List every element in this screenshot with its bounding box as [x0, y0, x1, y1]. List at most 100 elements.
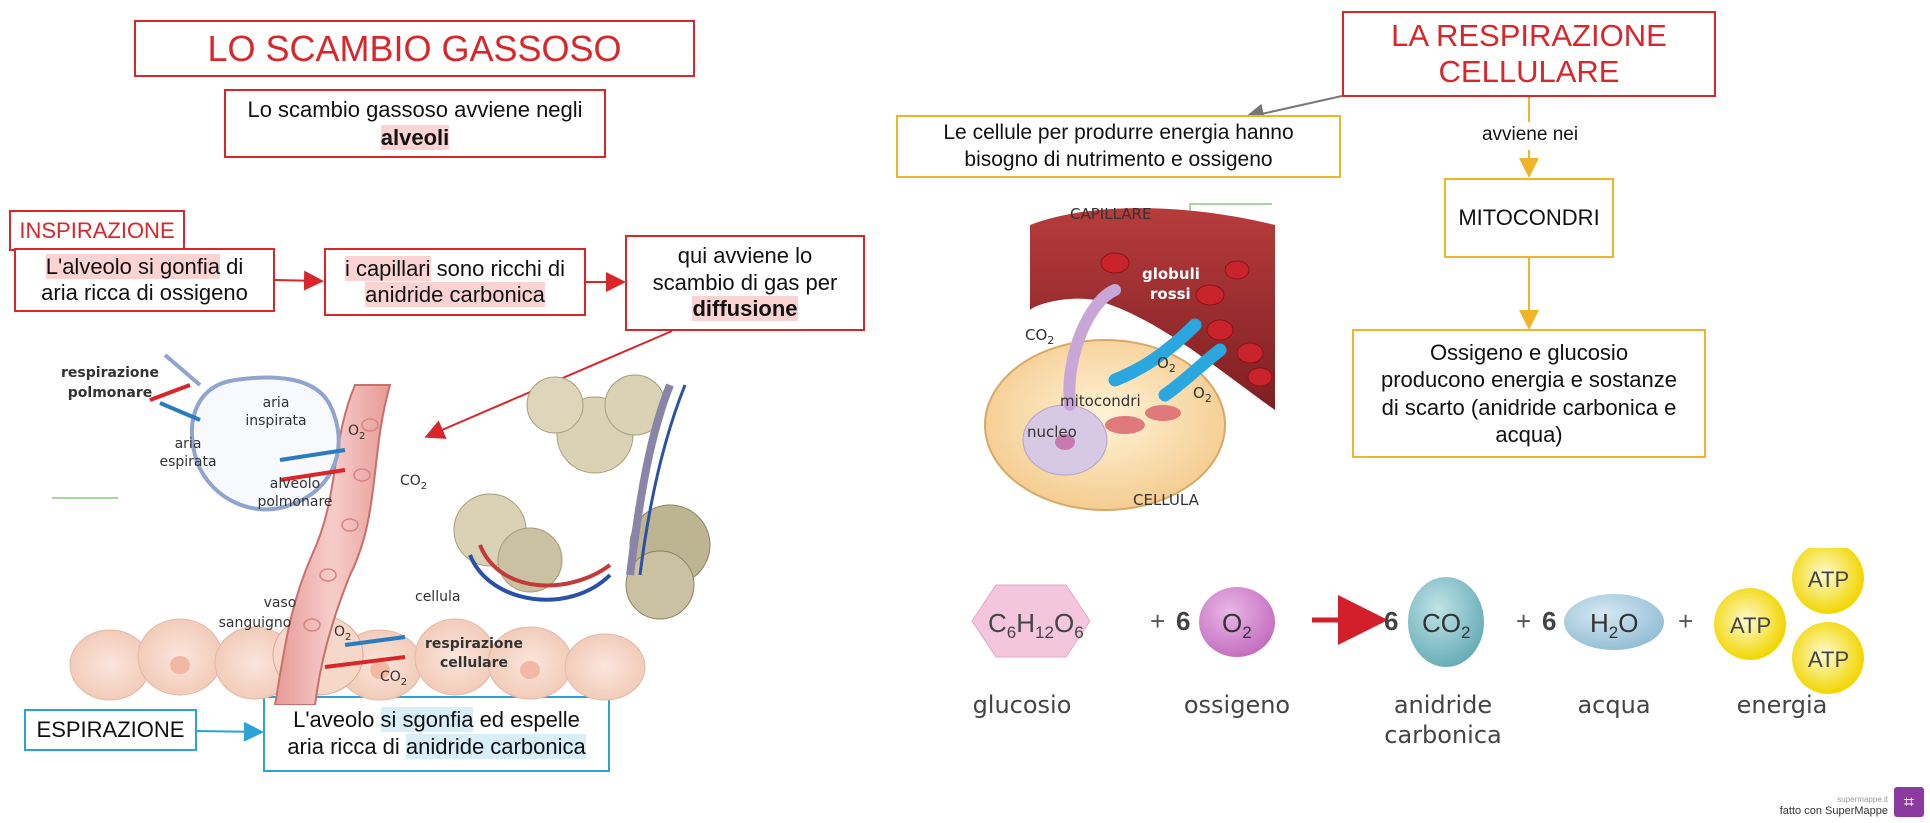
avviene-nei-text: avviene nei	[1481, 124, 1579, 145]
respiration-equation: C6H12O6 + 6 O2 6 CO2 + 6 H2O + ATP ATP A…	[971, 548, 1864, 748]
mitocondri-text: MITOCONDRI	[1458, 205, 1600, 231]
h2o-molecule	[1564, 594, 1664, 650]
lbl-vaso-2: sanguigno	[219, 615, 292, 631]
plus-2: +	[1516, 606, 1531, 636]
box1-rest: di	[219, 253, 244, 279]
co2-molecule	[1408, 577, 1484, 667]
atp-2: ATP	[1808, 567, 1849, 592]
lbl-mitocondri-fig: mitocondri	[1060, 392, 1141, 410]
lbl-alveolo-2: polmonare	[257, 494, 332, 510]
arrow-espirazione-to-sgonfia	[196, 721, 264, 742]
plus-1: +	[1150, 606, 1165, 636]
lbl-ossigeno: ossigeno	[1184, 691, 1290, 719]
atp-3: ATP	[1808, 647, 1849, 672]
lbl-vaso-1: vaso	[264, 595, 297, 611]
lung-respiration-illustration: respirazione polmonare aria inspirata ar…	[61, 353, 711, 705]
diffusione-box: qui avviene lo scambio di gas per diffus…	[625, 235, 865, 331]
box2-rest: sono ricchi di	[430, 255, 566, 281]
box4-rest: ed espelle	[473, 707, 580, 733]
inspirazione-label: INSPIRAZIONE	[9, 210, 185, 251]
box3-line1: qui avviene lo	[677, 242, 813, 268]
lbl-anidride-1: anidride	[1394, 691, 1492, 719]
box1-highlight: L'alveolo si gonfia	[45, 253, 220, 279]
box4-highlight: si sgonfia	[380, 707, 474, 733]
box4-line2-highlight: anidride carbonica	[405, 734, 586, 759]
intro-bold: alveoli	[380, 124, 450, 150]
red-blood-cells	[1100, 252, 1273, 387]
lbl-co2-bottom: CO2	[380, 669, 407, 688]
lbl-glucosio: glucosio	[973, 691, 1072, 719]
alveoli-cluster	[453, 374, 711, 620]
lbl-o2-bottom: O2	[334, 624, 351, 643]
lbl-alveolo-1: alveolo	[270, 476, 320, 492]
box2-highlight: i capillari	[344, 255, 431, 281]
lbl-co2-cell: CO2	[1025, 326, 1054, 347]
box4-pre: L'aveolo	[293, 707, 381, 733]
capillari-box: i capillari sono ricchi di anidride carb…	[324, 248, 586, 316]
result-line-4: acqua)	[1495, 422, 1563, 447]
lbl-cellula-fig: CELLULA	[1133, 491, 1200, 509]
box1-line2: aria ricca di ossigeno	[41, 280, 248, 305]
co2-formula: CO2	[1422, 608, 1470, 642]
lbl-globuli-1: globuli	[1142, 265, 1200, 283]
sgonfia-box: L'aveolo si sgonfia ed espelle aria ricc…	[263, 696, 610, 772]
lbl-aria-inspirata-1: aria	[263, 395, 290, 411]
result-line-2: producono energia e sostanze	[1381, 367, 1677, 392]
avviene-nei-label: avviene nei	[1470, 124, 1590, 146]
right-title-line1: LA RESPIRAZIONE	[1391, 18, 1667, 54]
left-title: LO SCAMBIO GASSOSO	[134, 20, 695, 77]
lbl-energia: energia	[1737, 691, 1828, 719]
box3-bold: diffusione	[692, 296, 798, 322]
atp-1: ATP	[1730, 613, 1771, 638]
o2-molecule	[1199, 587, 1275, 657]
plus-3: +	[1678, 606, 1693, 636]
box3-line2: scambio di gas per	[652, 269, 838, 295]
lbl-resp-cellulare-2: cellulare	[440, 655, 508, 671]
lbl-aria-espirata-2: espirata	[159, 454, 216, 470]
lbl-aria-inspirata-2: inspirata	[245, 413, 306, 429]
espirazione-label: ESPIRAZIONE	[24, 709, 197, 751]
lbl-o2-top: O2	[348, 423, 365, 442]
right-title: LA RESPIRAZIONE CELLULARE	[1342, 11, 1716, 97]
lbl-nucleo: nucleo	[1027, 423, 1077, 441]
lbl-anidride-2: carbonica	[1384, 721, 1501, 748]
lbl-resp-cellulare-1: respirazione	[425, 636, 523, 652]
footer-small: supermappe.it	[1837, 795, 1888, 805]
glucose-formula: C6H12O6	[988, 608, 1084, 642]
footer-branding[interactable]: supermappe.it fatto con SuperMappe ⌗	[1780, 787, 1924, 817]
tissue-cells	[69, 614, 646, 701]
espirazione-text: ESPIRAZIONE	[36, 717, 185, 743]
box2-line2: anidride carbonica	[365, 282, 545, 307]
cells-need-box: Le cellule per produrre energia hanno bi…	[896, 115, 1341, 178]
arrow-title-to-cells	[1244, 95, 1343, 124]
intro-text: Lo scambio gassoso avviene negli	[247, 97, 583, 122]
cells-line1: Le cellule per produrre energia hanno	[943, 121, 1294, 145]
coef-o2: 6	[1176, 606, 1190, 636]
o2-formula: O2	[1222, 608, 1252, 642]
atp-energy-bursts	[1714, 548, 1864, 694]
footer-made-with: fatto con SuperMappe	[1779, 804, 1888, 817]
lbl-capillare: CAPILLARE	[1070, 205, 1151, 223]
right-title-line2: CELLULARE	[1438, 54, 1620, 89]
vessel-blood-cells	[303, 418, 379, 632]
supermappe-logo-icon: ⌗	[1894, 787, 1924, 817]
inspirazione-text: INSPIRAZIONE	[19, 217, 175, 243]
lbl-o2-cell-2: O2	[1193, 384, 1212, 405]
lbl-o2-cell-1: O2	[1157, 354, 1176, 375]
lbl-co2-top: CO2	[400, 473, 427, 492]
mitocondri-box: MITOCONDRI	[1444, 178, 1614, 258]
left-title-text: LO SCAMBIO GASSOSO	[207, 28, 622, 69]
cells-line2: bisogno di nutrimento e ossigeno	[964, 147, 1273, 171]
cell-capillary-illustration: CAPILLARE globuli rossi CO2 O2 O2 mitoco…	[984, 205, 1275, 511]
result-line-3: di scarto (anidride carbonica e	[1381, 394, 1677, 420]
lbl-resp-polmonare-1: respirazione	[61, 365, 159, 381]
lbl-aria-espirata-1: aria	[175, 436, 202, 452]
lbl-cellula: cellula	[415, 589, 460, 605]
result-line-1: Ossigeno e glucosio	[1429, 339, 1629, 365]
coef-h2o: 6	[1542, 606, 1556, 636]
alveolo-gonfia-box: L'alveolo si gonfia di aria ricca di oss…	[14, 248, 275, 312]
lbl-acqua: acqua	[1577, 691, 1650, 719]
h2o-formula: H2O	[1590, 608, 1638, 642]
lbl-resp-polmonare-2: polmonare	[68, 385, 152, 401]
intro-box: Lo scambio gassoso avviene negli alveoli	[224, 89, 606, 158]
